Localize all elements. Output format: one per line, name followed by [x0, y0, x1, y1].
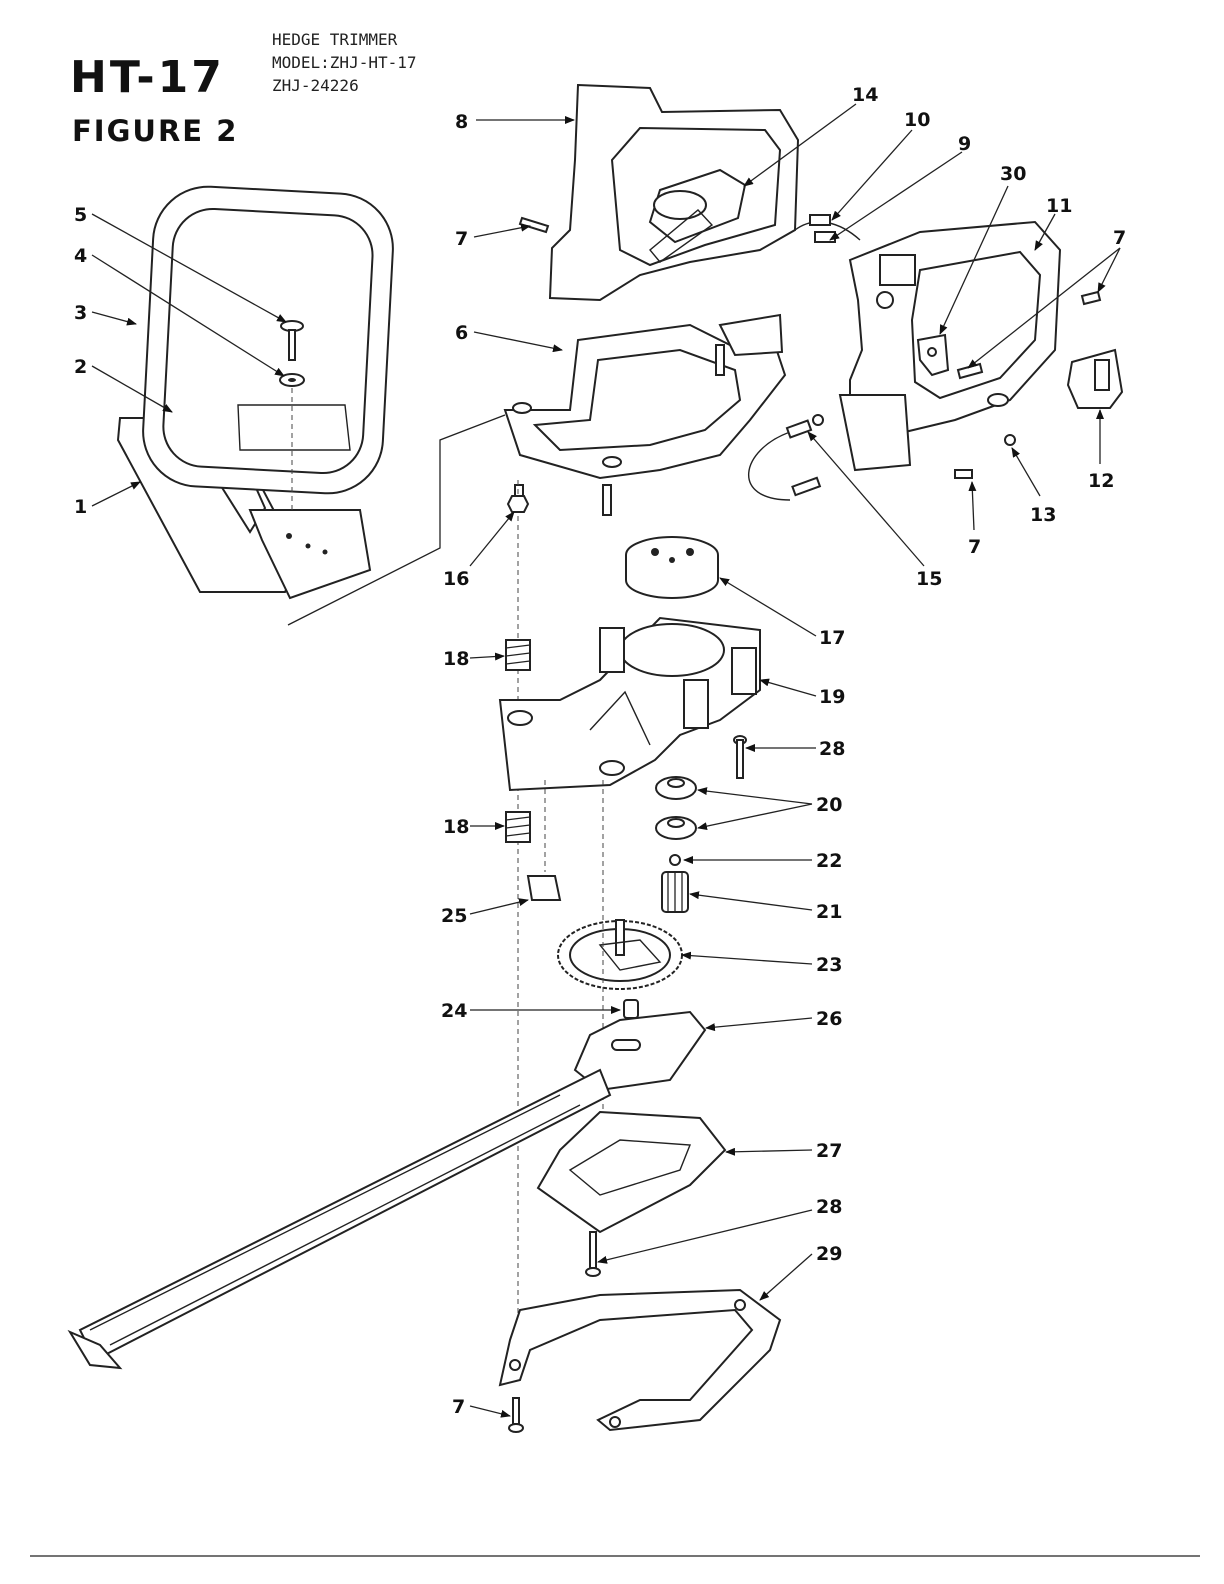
callout-7-guard: 7	[452, 1396, 465, 1418]
housing-frame-part	[503, 313, 787, 516]
callout-8: 8	[455, 111, 468, 133]
gear-housing-part	[498, 616, 761, 792]
callout-7-handle: 7	[1113, 227, 1126, 249]
rear-handle-part	[838, 220, 1062, 472]
callout-16: 16	[443, 568, 469, 590]
header-line-model: MODEL:ZHJ-HT-17	[272, 53, 417, 72]
callout-27: 27	[816, 1140, 842, 1162]
callout-5: 5	[74, 204, 87, 226]
callout-24: 24	[441, 1000, 467, 1022]
trigger-part	[916, 333, 950, 377]
header-line-part-number: ZHJ-24226	[272, 76, 359, 95]
callout-22: 22	[816, 850, 842, 872]
callout-14: 14	[852, 84, 878, 106]
bearings-part	[655, 776, 697, 840]
callout-23: 23	[816, 954, 842, 976]
callout-9: 9	[958, 133, 971, 155]
bottom-plate-screw	[585, 1231, 601, 1277]
bushing-part	[623, 999, 639, 1019]
callout-11: 11	[1046, 195, 1072, 217]
lower-guard-part	[498, 1288, 782, 1432]
diagram-code: HT-17	[70, 52, 225, 103]
callout-29: 29	[816, 1243, 842, 1265]
blade-assembly-part	[67, 1010, 707, 1370]
housing-long-screw	[733, 735, 747, 779]
callout-30: 30	[1000, 163, 1026, 185]
callout-20: 20	[816, 794, 842, 816]
pinion-gear-part	[661, 871, 689, 913]
callout-labels: 1 2 3 4 5 6 7 7 7 7 8 9 10 11 12 13 14 1…	[74, 84, 1126, 1418]
carbon-brush-part	[526, 875, 562, 901]
callout-7-bottom-right: 7	[968, 536, 981, 558]
callout-28-upper: 28	[819, 738, 845, 760]
front-handle-loop	[142, 185, 394, 495]
leader-lines	[91, 103, 1121, 1418]
drive-gear-part	[557, 919, 683, 990]
callout-12: 12	[1088, 470, 1114, 492]
spring-lower	[505, 811, 531, 843]
nut-part	[506, 495, 530, 513]
callout-15: 15	[916, 568, 942, 590]
callout-18-lower: 18	[443, 816, 469, 838]
bottom-plate-part	[536, 1110, 727, 1234]
callout-10: 10	[904, 109, 930, 131]
callout-1: 1	[74, 496, 87, 518]
spring-upper	[505, 639, 531, 671]
fan-cup-part	[625, 536, 719, 599]
callout-6: 6	[455, 322, 468, 344]
callout-13: 13	[1030, 504, 1056, 526]
callout-18-upper: 18	[443, 648, 469, 670]
power-cord-part	[748, 419, 822, 501]
callout-19: 19	[819, 686, 845, 708]
switch-part	[1066, 348, 1124, 409]
callout-25: 25	[441, 905, 467, 927]
figure-label: FIGURE 2	[72, 114, 239, 148]
callout-7-housing: 7	[455, 228, 468, 250]
wire-leads	[794, 214, 861, 243]
callout-26: 26	[816, 1008, 842, 1030]
handle-screw-and-washer	[279, 320, 305, 510]
pinion-screw	[669, 854, 681, 866]
main-housing-half	[548, 83, 800, 302]
lower-guard-screw	[508, 1397, 524, 1433]
callout-21: 21	[816, 901, 842, 923]
callout-2: 2	[74, 356, 87, 378]
callout-4: 4	[74, 245, 87, 267]
callout-3: 3	[74, 302, 87, 324]
header-line-product: HEDGE TRIMMER	[272, 30, 398, 49]
callout-28-lower: 28	[816, 1196, 842, 1218]
callout-17: 17	[819, 627, 845, 649]
